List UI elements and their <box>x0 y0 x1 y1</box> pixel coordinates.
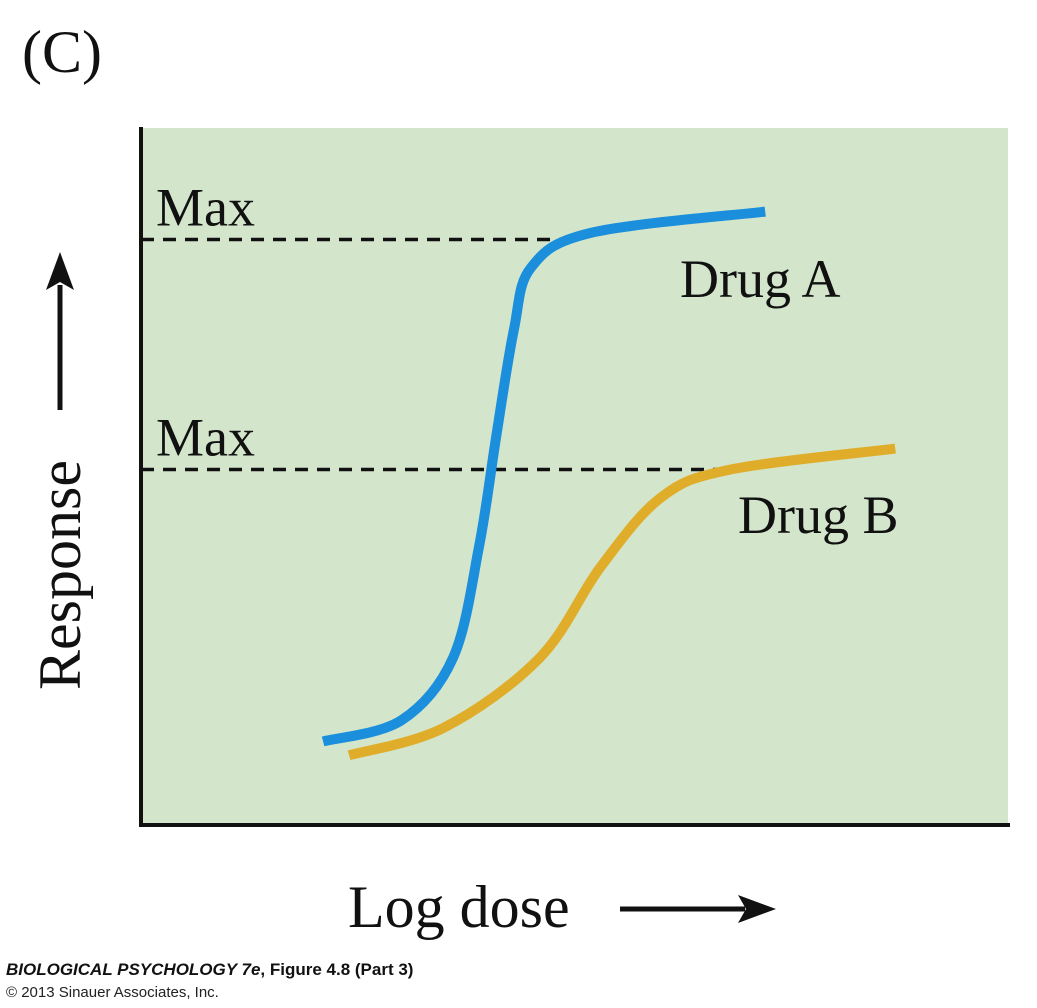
max-label: Max <box>156 178 255 238</box>
x-axis-arrow-icon <box>620 895 776 923</box>
panel-label: (C) <box>22 19 102 85</box>
series-label-drug-b: Drug B <box>738 485 899 545</box>
max-label: Max <box>156 408 255 468</box>
x-axis-label: Log dose <box>348 874 570 940</box>
figure-caption: BIOLOGICAL PSYCHOLOGY 7e, Figure 4.8 (Pa… <box>6 960 413 980</box>
series-line-drug-b <box>347 443 896 761</box>
series-label-drug-a: Drug A <box>680 249 841 309</box>
figure-reference: , Figure 4.8 (Part 3) <box>260 960 414 979</box>
book-title: BIOLOGICAL PSYCHOLOGY 7e <box>6 960 261 979</box>
series-layer <box>321 206 896 761</box>
y-axis-label: Response <box>27 460 93 690</box>
series-line-drug-a <box>321 206 766 747</box>
plot-background <box>141 128 1008 825</box>
copyright-notice: © 2013 Sinauer Associates, Inc. <box>6 984 219 1001</box>
y-axis-arrow-icon <box>46 252 74 410</box>
series-labels: Drug A Drug B <box>680 249 899 545</box>
